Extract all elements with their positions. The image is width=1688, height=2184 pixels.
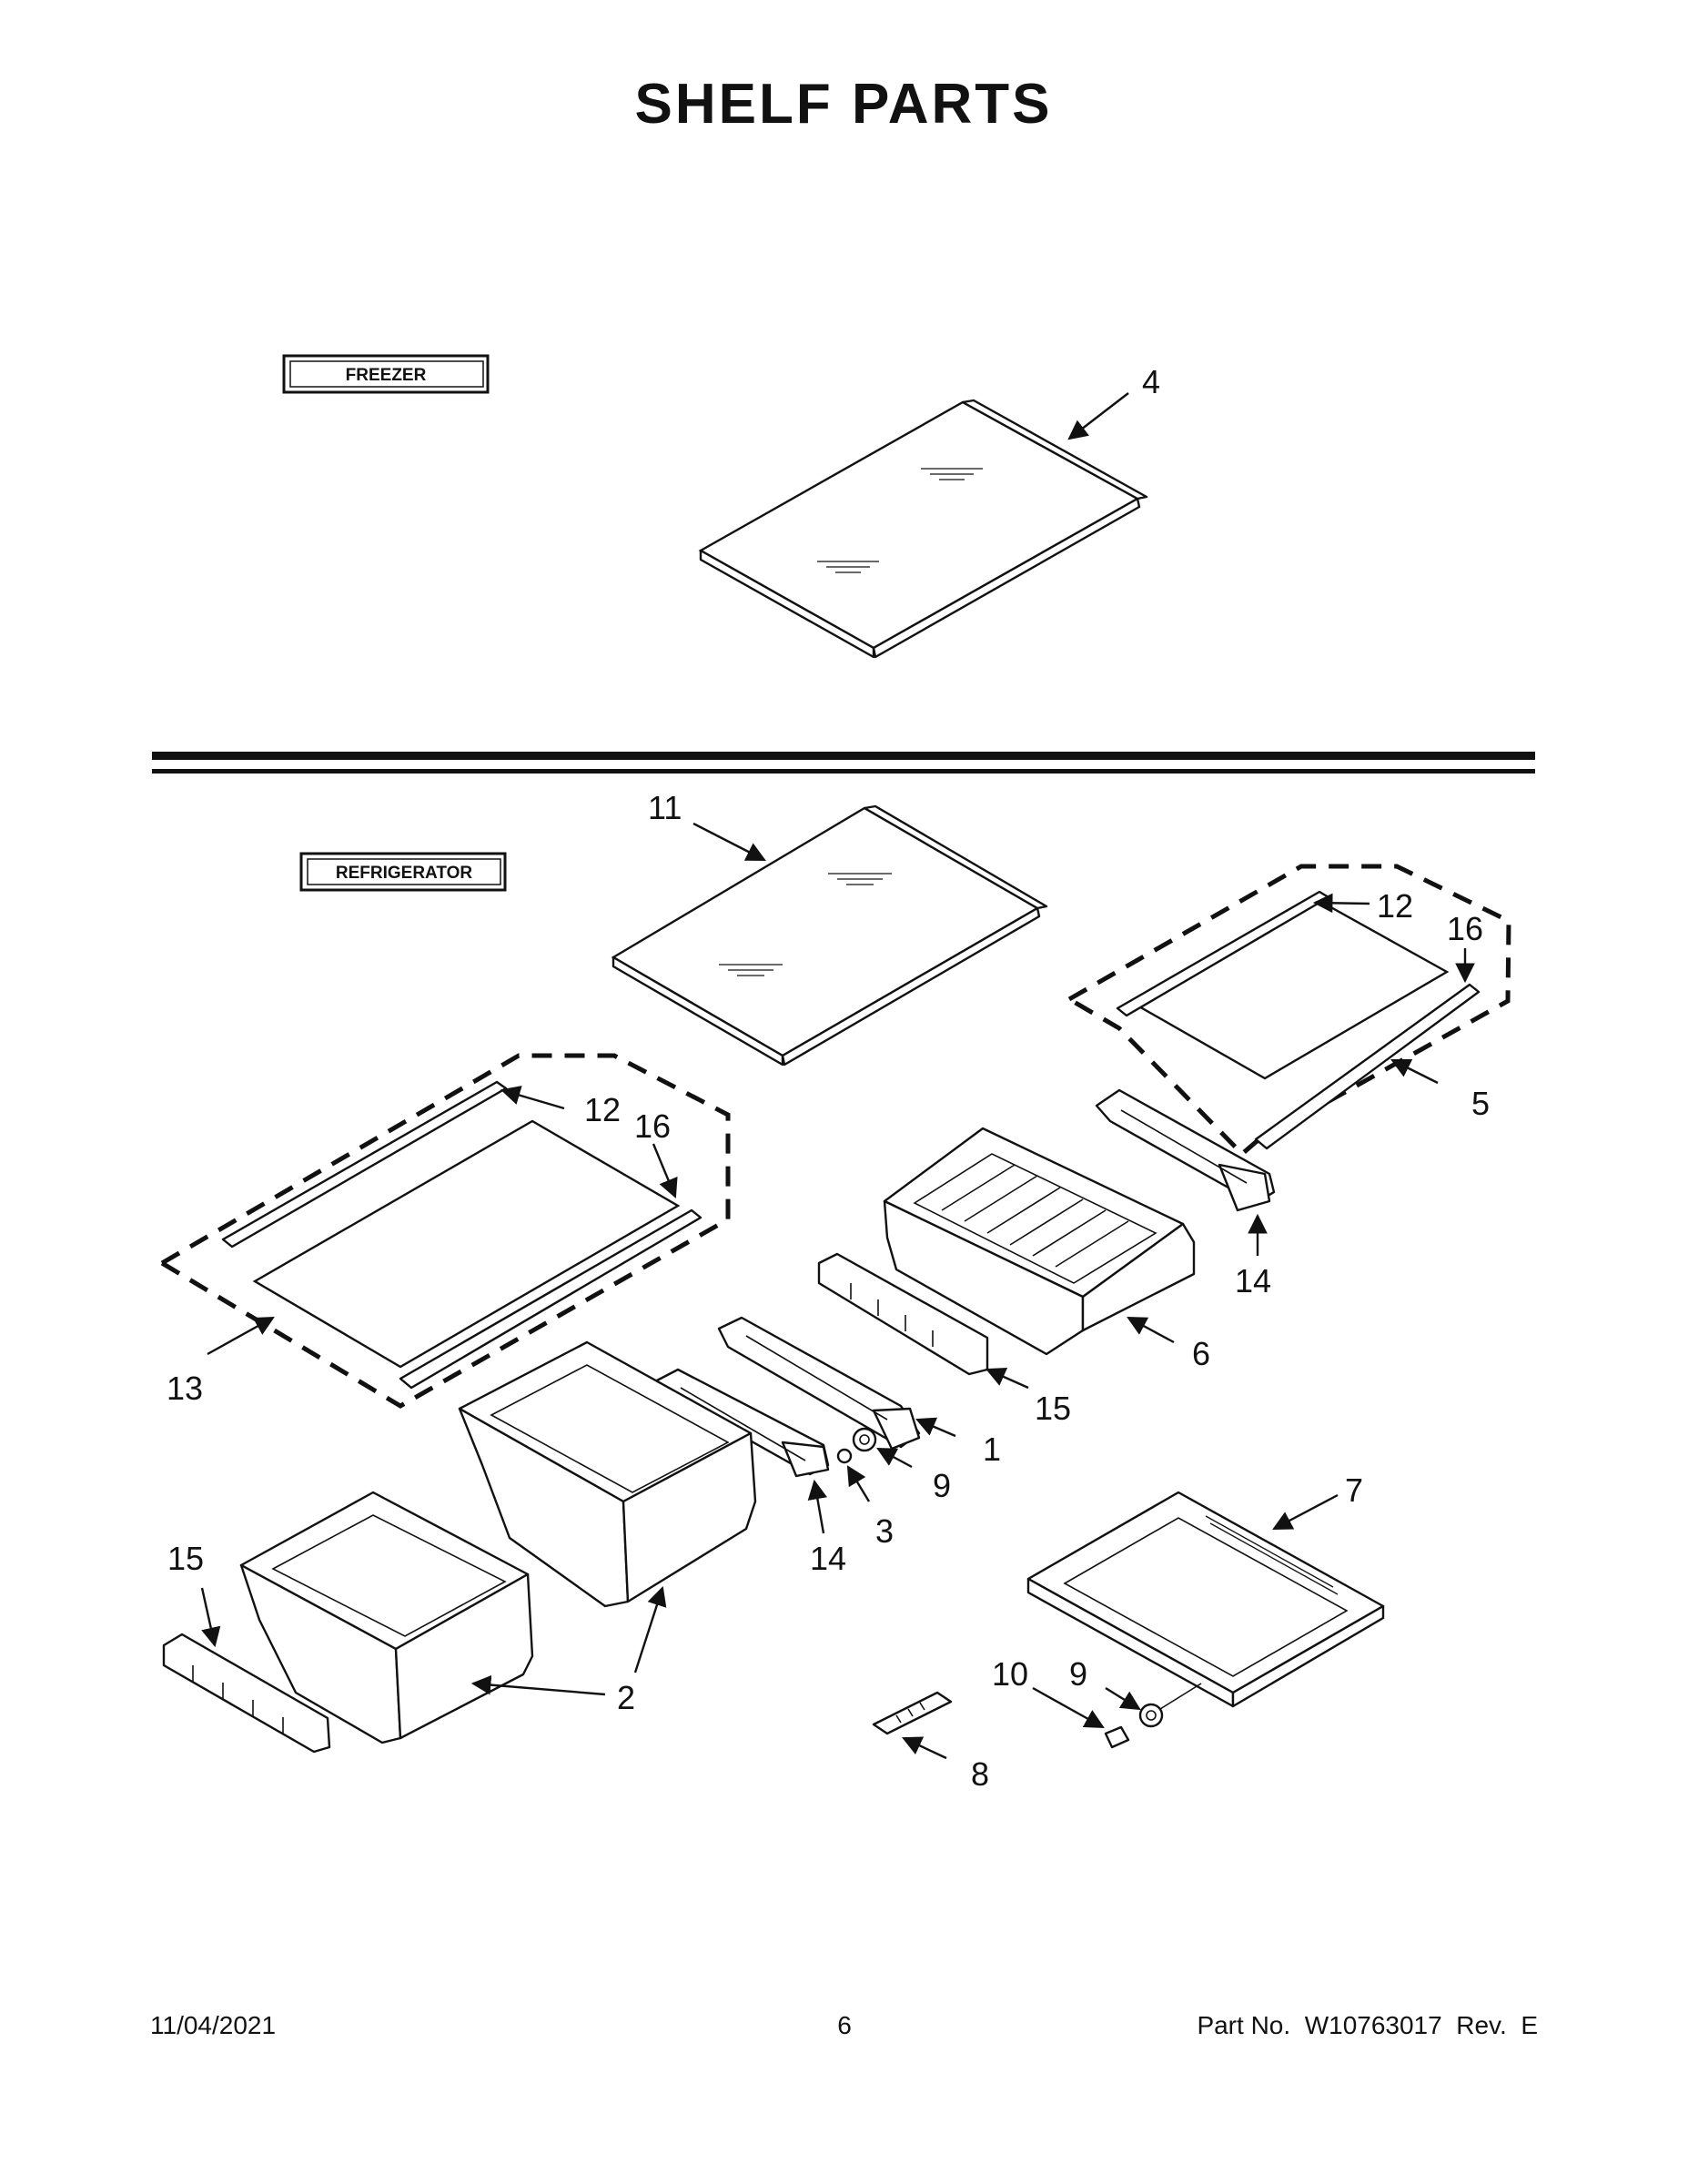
footer-part-number: Part No. W10763017 Rev. E (1197, 2011, 1538, 2039)
callout-9-lower: 9 (1069, 1655, 1087, 1693)
leader-9-lower (1105, 1686, 1141, 1711)
refrigerator-label-box: REFRIGERATOR (299, 852, 507, 892)
callout-16-right: 16 (1447, 910, 1483, 947)
callout-6: 6 (1192, 1335, 1210, 1372)
callout-5: 5 (1471, 1085, 1490, 1122)
right-shelf-assembly (1064, 864, 1511, 1158)
leader-4 (1067, 392, 1129, 440)
divider-clip (872, 1691, 953, 1735)
crisper-tray (883, 1127, 1196, 1356)
leader-2-front (470, 1674, 606, 1696)
crisper-cover (1026, 1491, 1385, 1708)
leader-10 (1032, 1686, 1105, 1729)
freezer-glass-shelf (698, 399, 1148, 659)
callout-16-left: 16 (634, 1107, 671, 1145)
leader-5 (1390, 1058, 1439, 1085)
drawer-rail-front-left (162, 1633, 331, 1754)
screw-10 (1104, 1725, 1130, 1749)
left-shelf-assembly (157, 1053, 731, 1409)
callout-3: 3 (875, 1512, 894, 1550)
callout-2: 2 (617, 1679, 635, 1716)
refrigerator-glass-shelf (611, 804, 1048, 1067)
leader-15-left (200, 1587, 221, 1648)
refrigerator-label: REFRIGERATOR (336, 864, 473, 883)
callout-15-right: 15 (1035, 1390, 1071, 1427)
leader-12-left (500, 1086, 565, 1110)
footer-date: 11/04/2021 (150, 2011, 276, 2039)
freezer-section: FREEZER 4 (282, 354, 1160, 659)
screw-3 (836, 1448, 853, 1464)
leader-12-right (1312, 893, 1370, 914)
freezer-label-box: FREEZER (282, 354, 490, 394)
leader-3 (846, 1465, 871, 1502)
callout-15-left: 15 (167, 1540, 204, 1577)
crisper-drawer-front (239, 1491, 534, 1744)
leader-8 (902, 1736, 947, 1760)
section-divider-bottom (152, 769, 1535, 774)
callout-1: 1 (983, 1431, 1001, 1468)
refrigerator-section: REFRIGERATOR 11 12 16 5 (157, 789, 1511, 1793)
leader-9-upper (876, 1447, 913, 1469)
leader-13 (207, 1316, 275, 1356)
callout-4: 4 (1142, 363, 1160, 400)
left-rail (653, 1368, 830, 1478)
leader-15-right (986, 1368, 1029, 1390)
leader-11 (692, 822, 766, 862)
freezer-label: FREEZER (346, 366, 427, 385)
callout-10: 10 (992, 1655, 1028, 1693)
leader-6 (1127, 1316, 1175, 1344)
callout-12-right: 12 (1377, 887, 1413, 925)
callout-13: 13 (167, 1370, 203, 1407)
axle-line (1159, 1683, 1202, 1710)
callout-12-left: 12 (584, 1091, 621, 1128)
callout-9-upper: 9 (933, 1467, 951, 1504)
section-divider-top (152, 752, 1535, 760)
crisper-drawer-back (458, 1340, 757, 1608)
leader-14-left (807, 1479, 827, 1534)
callout-11: 11 (648, 789, 682, 826)
page-title: SHELF PARTS (635, 73, 1053, 136)
right-rail (1095, 1088, 1276, 1212)
callout-8: 8 (971, 1755, 989, 1793)
roller-wheel-lower (1138, 1703, 1164, 1728)
leader-7 (1272, 1493, 1339, 1531)
callout-7: 7 (1345, 1471, 1363, 1509)
leader-16-left (652, 1143, 678, 1198)
footer-page-number: 6 (837, 2011, 852, 2039)
leader-2-back (633, 1585, 667, 1673)
leader-1 (915, 1417, 956, 1438)
callout-14-left: 14 (810, 1540, 846, 1577)
callout-14-right: 14 (1235, 1262, 1271, 1299)
roller-wheel-upper (852, 1427, 877, 1452)
